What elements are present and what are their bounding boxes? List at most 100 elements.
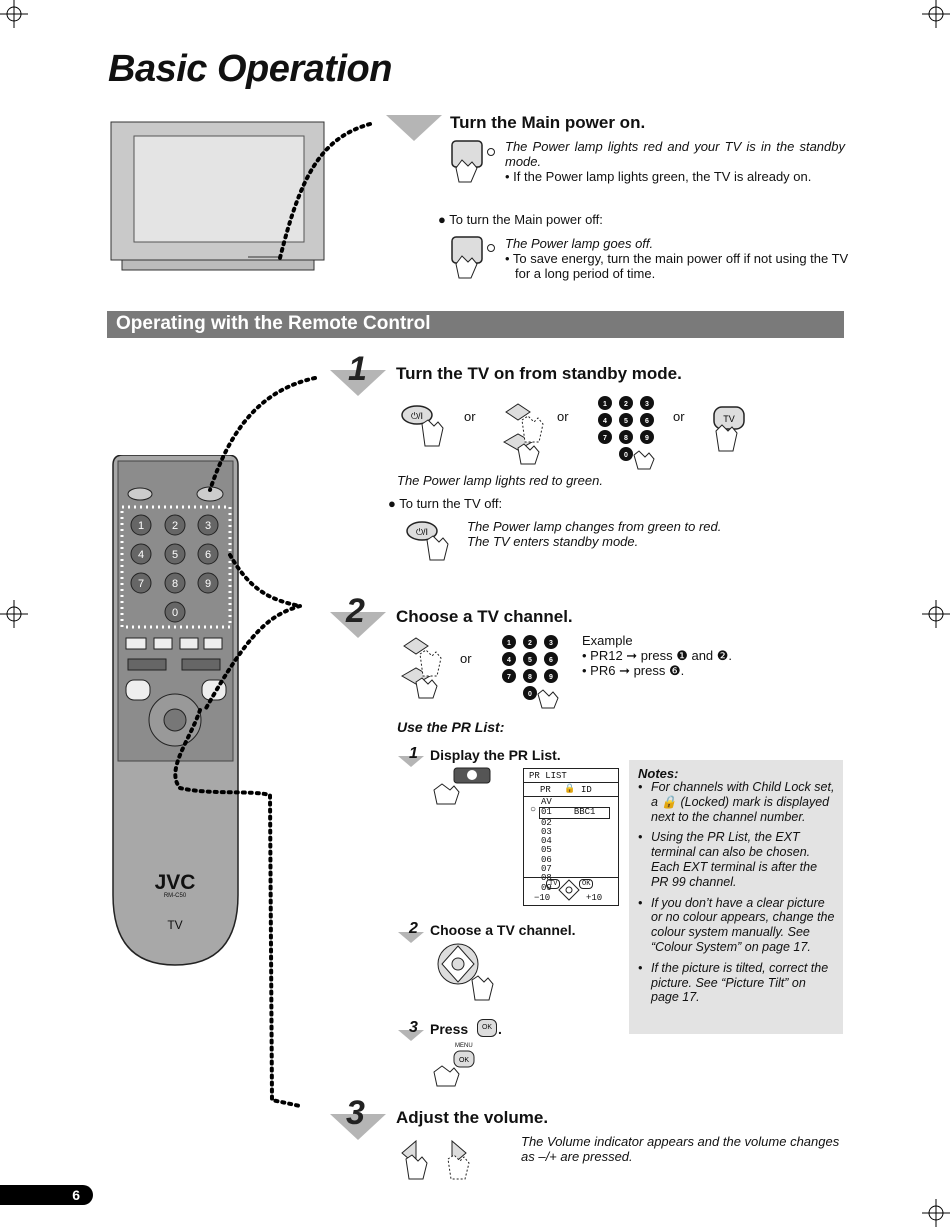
substep-triangle [398, 932, 424, 943]
svg-text:5: 5 [528, 657, 532, 664]
tv-key-press-icon: TV [713, 406, 745, 452]
dpad-icon [558, 879, 580, 901]
svg-text:0: 0 [528, 691, 532, 698]
svg-text:1: 1 [603, 401, 607, 408]
or-text: or [673, 409, 685, 424]
substep1-text: Display the PR List. [430, 747, 561, 763]
step1-number: 1 [348, 350, 367, 388]
example-line-2: • PR6 ➞ press ❻. [582, 663, 685, 678]
svg-text:8: 8 [528, 674, 532, 681]
power-key-press-icon: ⏻/I [401, 405, 444, 447]
or-text: or [464, 409, 476, 424]
ok-key-press-icon: OK [433, 1050, 475, 1087]
pr-list-ok-key: OK [579, 879, 594, 889]
step1-off-desc-2: The TV enters standby mode. [467, 534, 639, 549]
svg-text:⏻/I: ⏻/I [411, 411, 423, 421]
step2-heading: Choose a TV channel. [396, 607, 573, 626]
example-title: Example [582, 633, 633, 648]
substep1-number: 1 [409, 745, 418, 762]
pr-list-plus: +10 [586, 893, 603, 903]
page-number: 6 [72, 1187, 80, 1203]
note-item: If you don’t have a clear picture or no … [629, 896, 837, 955]
channel-updown-press-icon [502, 403, 544, 465]
pr-list-tv-key: TV [546, 879, 561, 889]
step1-off-label: ● To turn the TV off: [388, 496, 503, 511]
svg-text:7: 7 [603, 435, 607, 442]
example-line-1: • PR12 ➞ press ❶ and ❷. [582, 648, 733, 663]
notes-list: For channels with Child Lock set, a 🔒 (L… [629, 780, 843, 1011]
substep3-number: 3 [409, 1019, 418, 1036]
svg-text:9: 9 [205, 578, 211, 590]
step2-number: 2 [346, 592, 365, 630]
main-power-off-label: ● To turn the Main power off: [438, 212, 603, 227]
power-button-press-icon [451, 236, 495, 279]
menu-label: MENU [455, 1043, 473, 1049]
dpad-press-icon [437, 943, 494, 1001]
pr-list-button-press-icon [433, 767, 491, 805]
pr-list-minus: −10 [534, 893, 551, 903]
svg-text:3: 3 [549, 640, 553, 647]
pr-row[interactable]: 03 [541, 826, 552, 837]
step-triangle [386, 115, 442, 141]
section-header: Operating with the Remote Control [107, 311, 844, 338]
svg-text:1: 1 [138, 520, 144, 532]
step1-desc: The Power lamp lights red to green. [397, 473, 603, 488]
svg-text:3: 3 [645, 401, 649, 408]
svg-text:6: 6 [549, 657, 553, 664]
svg-text:JVC: JVC [155, 871, 196, 894]
svg-text:2: 2 [624, 401, 628, 408]
svg-text:6: 6 [645, 418, 649, 425]
tv-illustration [110, 121, 325, 271]
main-power-off-note: • To save energy, turn the main power of… [505, 251, 849, 281]
svg-text:4: 4 [603, 418, 607, 425]
volume-keys-press-icon [401, 1139, 470, 1180]
svg-text:0: 0 [624, 452, 628, 459]
channel-updown-press-icon [400, 637, 442, 699]
pr-row[interactable]: 07 [541, 864, 552, 875]
step-triangle [330, 612, 386, 638]
svg-text:9: 9 [645, 435, 649, 442]
power-button-press-icon [451, 140, 495, 183]
pr-row[interactable]: 04 [541, 836, 552, 847]
notes-box: Notes: For channels with Child Lock set,… [629, 760, 843, 1034]
main-power-off-desc: The Power lamp goes off. [505, 236, 654, 251]
svg-text:TV: TV [167, 918, 182, 932]
svg-text:9: 9 [549, 674, 553, 681]
svg-text:4: 4 [507, 657, 511, 664]
substep3-end: . [498, 1021, 502, 1037]
step-triangle [330, 1114, 386, 1140]
pr-row[interactable]: 05 [541, 845, 552, 856]
dotted-connectors-remote [173, 376, 317, 1108]
or-text: or [557, 409, 569, 424]
svg-text:5: 5 [172, 549, 178, 561]
substep-triangle [398, 1030, 424, 1041]
pr-row[interactable]: 08 [541, 873, 552, 884]
pr-row[interactable]: AV [541, 797, 552, 807]
dotted-connector-tv [278, 122, 372, 260]
substep2-number: 2 [409, 920, 418, 937]
main-power-note: • If the Power lamp lights green, the TV… [505, 169, 812, 184]
svg-text:8: 8 [624, 435, 628, 442]
svg-text:7: 7 [507, 674, 511, 681]
step1-heading: Turn the TV on from standby mode. [396, 364, 682, 383]
substep-triangle [398, 756, 424, 767]
tv-key-label: TV [723, 414, 735, 424]
notes-title: Notes: [638, 766, 679, 781]
pr-list-col-pr: PR [540, 785, 551, 795]
pr-row[interactable]: 06 [541, 854, 552, 865]
page-number-badge: 6 [0, 1185, 93, 1205]
main-power-heading: Turn the Main power on. [450, 113, 646, 132]
lock-icon: 🔒 [564, 784, 576, 794]
pr-row[interactable]: 02 [541, 817, 552, 828]
svg-text:⏻/I: ⏻/I [416, 527, 428, 537]
svg-text:2: 2 [528, 640, 532, 647]
svg-text:3: 3 [205, 520, 211, 532]
svg-text:4: 4 [138, 549, 144, 561]
substep3-text: Press [430, 1021, 469, 1037]
